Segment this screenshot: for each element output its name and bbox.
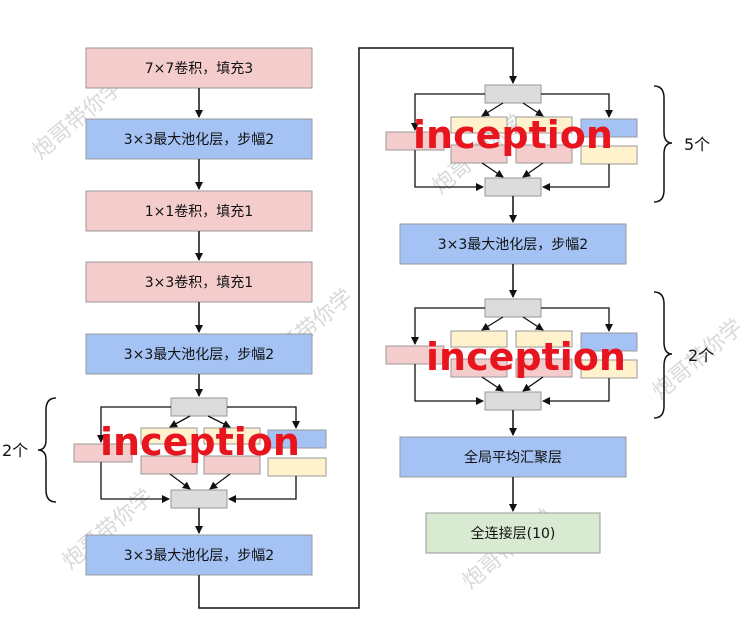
maxpool-label-1: 3×3最大池化层，步幅2 xyxy=(124,132,274,148)
inception-top-gray xyxy=(170,397,228,417)
branch-box xyxy=(450,330,508,348)
branch-box xyxy=(267,429,327,449)
fc-box xyxy=(425,512,601,554)
conv-1x1-label: 1×1卷积，填充1 xyxy=(145,204,253,220)
conv-3x3-box xyxy=(85,261,313,303)
maxpool-box-1 xyxy=(85,118,313,160)
branch-box xyxy=(267,457,327,477)
maxpool-label-4: 3×3最大池化层，步幅2 xyxy=(438,237,588,253)
branch-box xyxy=(515,116,573,134)
inception-bottom-gray xyxy=(170,489,228,509)
inception-bottom-gray xyxy=(484,391,542,411)
branch-box xyxy=(450,116,508,134)
branch-box xyxy=(515,330,573,348)
inception-block-2: inception xyxy=(385,84,638,197)
inception-label-2: inception xyxy=(413,113,613,157)
global-avgpool-label: 全局平均汇聚层 xyxy=(464,449,562,466)
brace-right-2 xyxy=(653,291,673,419)
conv-7x7-box xyxy=(85,47,313,89)
conv-3x3-label: 3×3卷积，填充1 xyxy=(145,275,253,291)
fc-label: 全连接层(10) xyxy=(471,525,556,542)
count-label-1: 2个 xyxy=(2,441,28,460)
column-connector xyxy=(198,47,517,609)
branch-box xyxy=(515,144,573,164)
brace-left xyxy=(37,397,57,503)
count-label-2: 5个 xyxy=(684,135,710,154)
inception-top-gray xyxy=(484,84,542,104)
branch-box xyxy=(515,358,573,378)
maxpool-box-4 xyxy=(399,223,627,265)
branch-box xyxy=(450,358,508,378)
branch-box xyxy=(140,427,198,445)
inception-bottom-gray xyxy=(484,177,542,197)
branch-box xyxy=(450,144,508,164)
inception-label-1: inception xyxy=(100,420,300,464)
global-avgpool-box xyxy=(399,436,627,478)
inception-block-3: inception xyxy=(385,298,638,411)
maxpool-label-3: 3×3最大池化层，步幅2 xyxy=(124,548,274,564)
conv-1x1-box xyxy=(85,190,313,232)
brace-right-1 xyxy=(653,85,673,203)
branch-box xyxy=(203,427,261,445)
branch-box xyxy=(73,443,133,463)
maxpool-box-2 xyxy=(85,333,313,375)
inception-block-1: inception xyxy=(73,397,327,509)
maxpool-label-2: 3×3最大池化层，步幅2 xyxy=(124,347,274,363)
branch-box xyxy=(203,455,261,475)
inception-label-3: inception xyxy=(426,335,626,379)
branch-box xyxy=(580,332,638,352)
branch-box xyxy=(580,118,638,138)
conv-7x7-label: 7×7卷积，填充3 xyxy=(145,61,253,77)
maxpool-box-3 xyxy=(85,534,313,576)
inception-top-gray xyxy=(484,298,542,318)
count-label-3: 2个 xyxy=(688,346,714,365)
branch-box xyxy=(140,455,198,475)
